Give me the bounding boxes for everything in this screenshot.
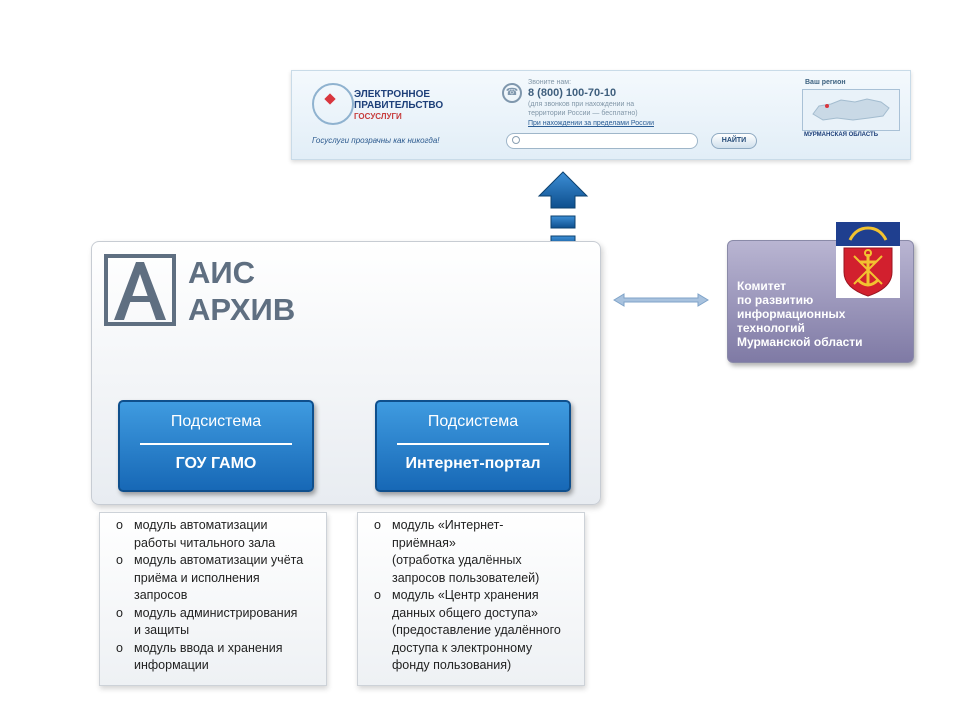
ais-logo-icon [104,254,176,326]
list-item: модуль автоматизации [114,517,326,535]
search-input[interactable] [506,133,698,149]
subsystem-internet-portal[interactable]: Подсистема Интернет-портал [375,400,571,492]
list-item: модуль ввода и хранения [114,640,326,658]
divider [140,443,292,445]
call-label: Звоните нам: [528,79,572,86]
coat-of-arms-icon [836,222,900,298]
region-label: Ваш регион [805,79,846,86]
phone-number: 8 (800) 100-70-10 [528,87,617,99]
internet-portal-module-list: модуль «Интернет- приёмная» (отработка у… [357,512,585,686]
banner-subtitle: ГОСУСЛУГИ [354,112,402,121]
gou-gamo-module-list: модуль автоматизации работы читального з… [99,512,327,686]
subsystem-label: Подсистема [170,413,262,430]
gosuslugi-banner: ЭЛЕКТРОННОЕ ПРАВИТЕЛЬСТВО ГОСУСЛУГИ Госу… [291,70,911,160]
abroad-link[interactable]: При нахождении за пределами России [528,120,654,127]
subsystem-label: Подсистема [427,413,519,430]
subsystem-gou-gamo[interactable]: Подсистема ГОУ ГАМО [118,400,314,492]
divider [397,443,549,445]
subsystem-name: Интернет-портал [405,455,541,472]
list-item: модуль «Интернет- [372,517,584,535]
list-item: модуль автоматизации учёта [114,552,326,570]
subsystem-name: ГОУ ГАМО [175,455,257,472]
region-name: МУРМАНСКАЯ ОБЛАСТЬ [804,132,879,138]
russia-map-icon [812,98,890,121]
phone-icon: ☎ [502,83,522,103]
ais-title: АИС АРХИВ [188,255,296,327]
committee-name: Комитет по развитию информационных техно… [737,279,863,349]
list-item: модуль «Центр хранения [372,587,584,605]
banner-slogan: Госуслуги прозрачны как никогда! [312,136,440,145]
gosuslugi-logo-icon [312,83,354,125]
list-item: модуль администрирования [114,605,326,623]
region-map[interactable] [802,89,900,131]
search-button[interactable]: НАЙТИ [711,133,757,149]
ais-archive-box: АИС АРХИВ Подсистема ГОУ ГАМО Подсистема… [91,241,601,505]
phone-note: (для звонков при нахождении на территори… [528,101,638,117]
search-icon [512,136,520,144]
banner-title: ЭЛЕКТРОННОЕ ПРАВИТЕЛЬСТВО [354,89,444,111]
double-arrow-icon [613,293,709,307]
committee-box: Комитет по развитию информационных техно… [727,240,914,363]
